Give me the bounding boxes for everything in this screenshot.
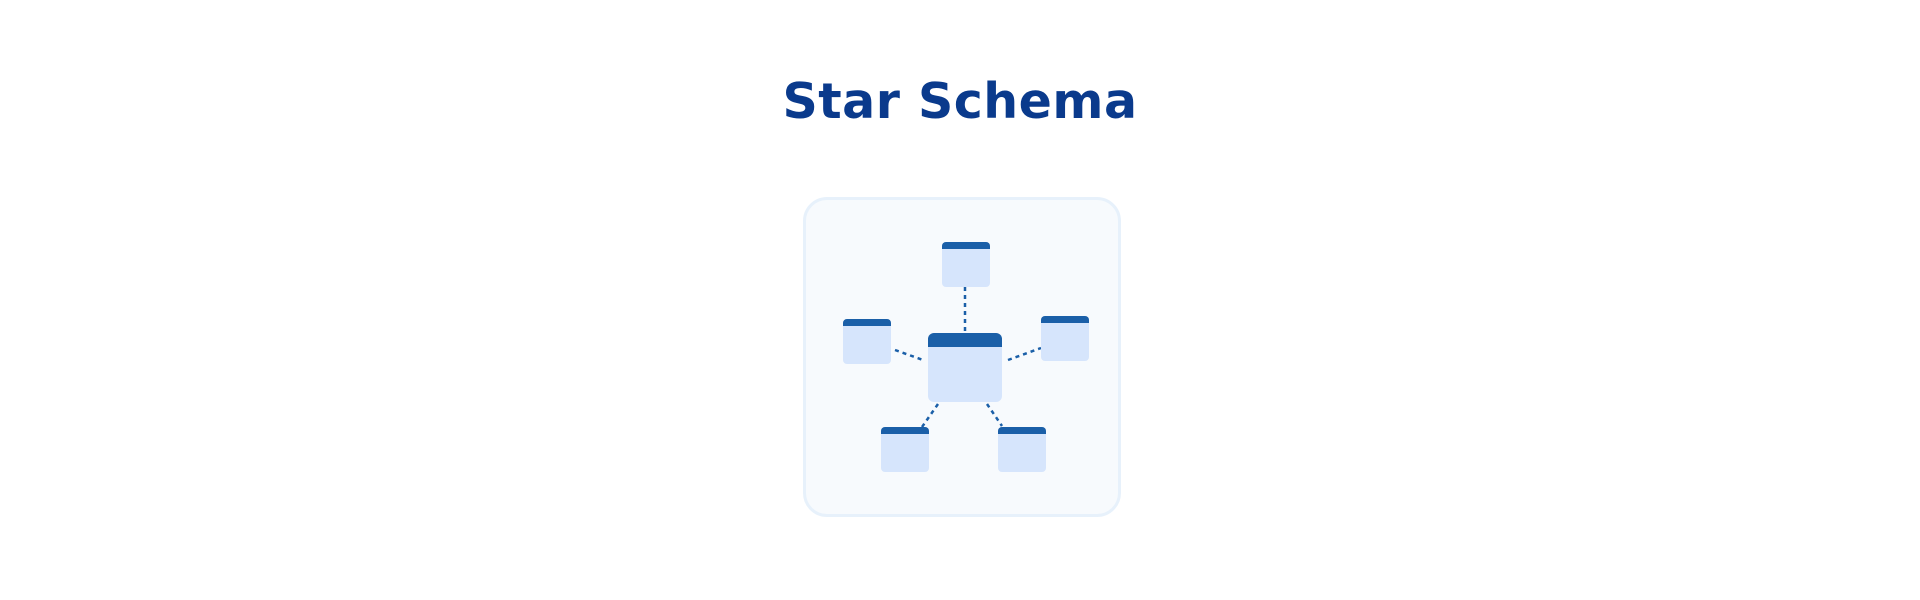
dimension-table-top: [942, 242, 990, 287]
fact-table: [928, 333, 1002, 402]
table-header: [942, 242, 990, 249]
table-header: [881, 427, 929, 434]
star-schema-card: [803, 197, 1121, 517]
star-schema-diagram: [843, 242, 1089, 472]
connector-left: [894, 348, 924, 362]
connector-right: [1007, 346, 1042, 362]
dimension-table-left: [843, 319, 891, 364]
table-header: [928, 333, 1002, 347]
connector-bottom-left: [920, 403, 940, 428]
dimension-table-right: [1041, 316, 1089, 361]
table-body: [998, 427, 1046, 472]
connector-bottom-right: [985, 403, 1004, 427]
table-header: [1041, 316, 1089, 323]
table-header: [843, 319, 891, 326]
dimension-table-bottom-right: [998, 427, 1046, 472]
table-header: [998, 427, 1046, 434]
table-body: [942, 242, 990, 287]
table-body: [881, 427, 929, 472]
page-title: Star Schema: [782, 73, 1138, 130]
connectors: [894, 287, 1042, 428]
table-body: [928, 333, 1002, 402]
table-body: [1041, 316, 1089, 361]
dimension-table-bottom-left: [881, 427, 929, 472]
table-body: [843, 319, 891, 364]
